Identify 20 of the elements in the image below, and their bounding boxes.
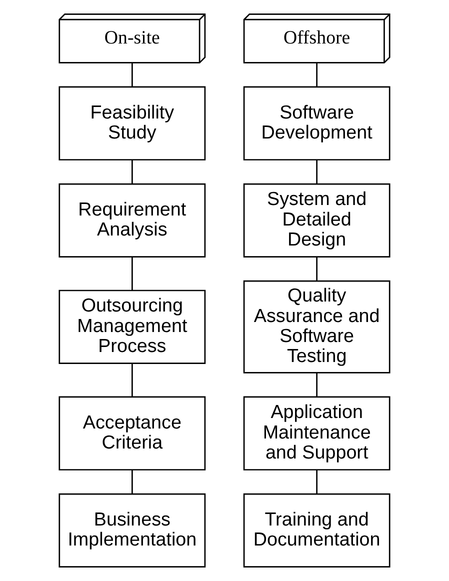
node-box: Application Maintenance and Support	[243, 396, 390, 470]
connector	[316, 372, 318, 397]
connector	[316, 256, 318, 282]
connector	[316, 63, 318, 87]
node-box: Software Development	[243, 86, 390, 160]
node-box: System and Detailed Design	[243, 183, 390, 258]
connector	[132, 470, 133, 494]
node-box: Business Implementation	[58, 493, 206, 568]
connector	[132, 256, 133, 290]
connector	[132, 160, 133, 184]
node-box: Requirement Analysis	[58, 183, 206, 258]
node-box: Outsourcing Management Process	[58, 290, 206, 364]
connector	[316, 160, 318, 184]
connector	[132, 63, 133, 87]
node-box: Feasibility Study	[58, 86, 206, 160]
node-box: Training and Documentation	[243, 493, 390, 568]
node-box: Acceptance Criteria	[58, 396, 206, 470]
connector	[316, 470, 318, 494]
node-box: Quality Assurance and Software Testing	[243, 280, 390, 374]
connector	[132, 363, 133, 397]
